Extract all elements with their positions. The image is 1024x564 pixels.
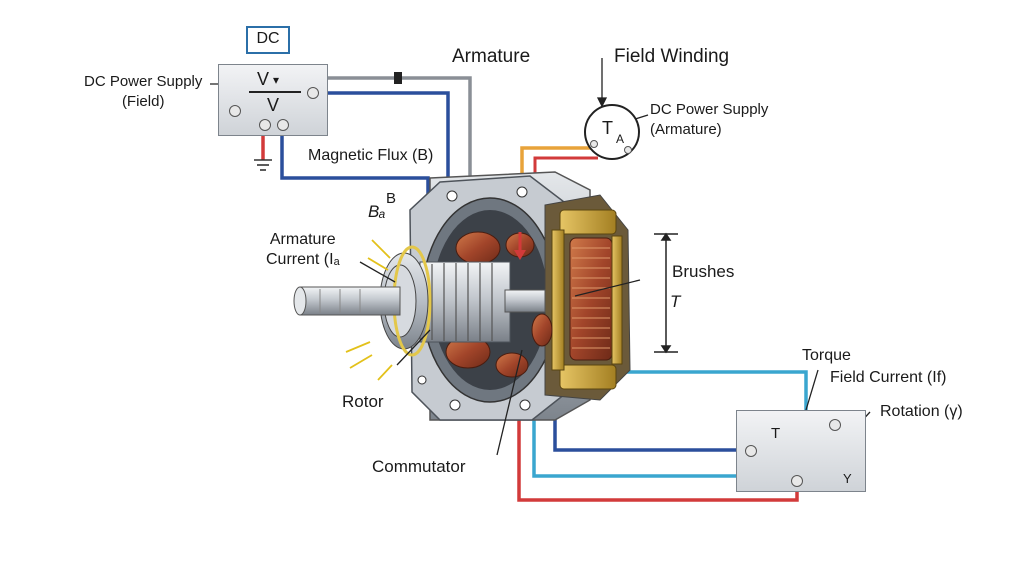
torque-box-t: T <box>771 425 781 442</box>
field-supply-bottom-label: V <box>267 95 280 115</box>
torque-box-terminal-left <box>745 445 757 457</box>
label-brushes: Brushes <box>672 262 735 281</box>
field-supply-terminal-right <box>307 87 319 99</box>
label-rotation: Rotation (γ) <box>880 403 963 420</box>
label-field-current: Field Current (If) <box>830 369 947 386</box>
armature-supply-meter: T A <box>584 104 640 160</box>
label-rotor: Rotor <box>342 392 384 411</box>
label-dc-supply-armature: DC Power Supply (Armature) <box>650 101 769 138</box>
torque-dimension <box>654 232 678 354</box>
dc-tag-box: DC <box>246 26 290 54</box>
label-t: T <box>670 292 681 311</box>
wire-connector <box>394 72 402 84</box>
torque-box-terminal-top <box>829 419 841 431</box>
flux-arrows <box>345 239 393 381</box>
label-dc-supply-field: DC Power Supply (Field) <box>84 73 203 110</box>
meter-symbol: T <box>602 118 613 138</box>
dc-tag-label: DC <box>256 30 280 47</box>
label-magnetic-flux: Magnetic Flux (B) <box>308 147 434 164</box>
label-torque: Torque <box>802 347 851 364</box>
meter-sub: A <box>616 132 625 146</box>
field-supply-arrow: ▾ <box>273 73 280 87</box>
meter-terminal-right <box>624 146 632 154</box>
label-field-winding: Field Winding <box>614 46 730 67</box>
label-commutator: Commutator <box>372 457 466 476</box>
stator-field-coils <box>544 194 631 401</box>
field-supply-terminal-bottom-2 <box>277 119 289 131</box>
label-b: B <box>386 190 397 207</box>
torque-box-terminal-bottom <box>791 475 803 487</box>
armature-coils <box>445 231 553 378</box>
field-supply-terminal-bottom-1 <box>259 119 271 131</box>
field-supply-terminal-left <box>229 105 241 117</box>
rotor-assembly <box>293 245 546 357</box>
meter-terminal-left <box>590 140 598 148</box>
field-supply-box: V ▾ V <box>218 64 328 136</box>
torque-box: T Y <box>736 410 866 492</box>
field-supply-top-label: V <box>257 69 270 89</box>
label-armature-current: Armature Current (Iₐ <box>266 231 340 268</box>
label-ba: Bₐ <box>368 202 386 221</box>
torque-box-y: Y <box>843 471 852 486</box>
label-armature: Armature <box>452 46 531 67</box>
field-supply-divider <box>249 91 301 93</box>
current-direction-arrow <box>514 232 526 260</box>
ground-icon <box>254 159 272 171</box>
